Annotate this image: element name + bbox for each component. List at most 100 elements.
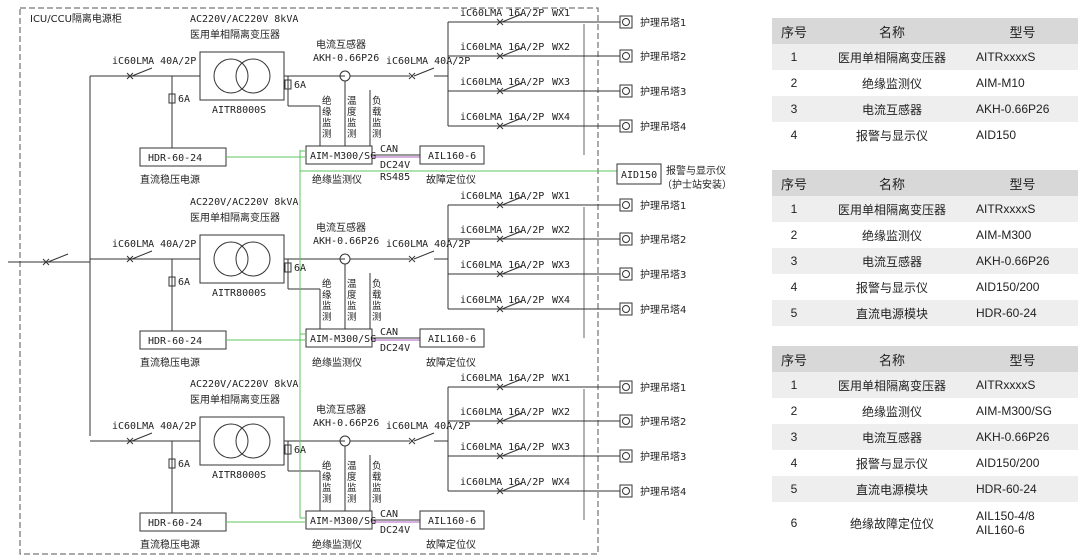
locator-box	[419, 510, 485, 530]
branch-wire-label: WX1	[552, 8, 570, 19]
imd-model: AIM-M300/SG	[310, 151, 376, 162]
fuse-left-label: 6A	[178, 277, 190, 288]
monitor-label: 监	[347, 117, 357, 129]
monitor-label: 测	[347, 494, 357, 505]
load-terminal-dot	[622, 201, 630, 209]
branch-breaker-label: iC60LMA 16A/2P	[460, 42, 544, 53]
main-breaker-tick	[126, 437, 134, 445]
branch-wire-label: WX3	[552, 77, 570, 88]
branch-breaker-label: iC60LMA 16A/2P	[460, 191, 544, 202]
monitor-label: 温	[347, 96, 357, 107]
display-name: 报警与显示仪	[666, 164, 726, 177]
branch-breaker-tick	[496, 270, 504, 278]
psu-name: 直流稳压电源	[140, 356, 200, 369]
incoming-breaker-blade	[47, 253, 69, 263]
fuse-left	[168, 458, 176, 469]
monitor-label: 测	[372, 312, 382, 323]
branch-breaker-blade	[501, 230, 523, 240]
branch-wire-label: WX4	[552, 477, 570, 488]
transformer-coil	[213, 58, 249, 94]
table-cell: AID150	[968, 122, 1078, 148]
table-header-cell: 名称	[816, 18, 968, 44]
branch-breaker-tick	[496, 235, 504, 243]
psu-name: 直流稳压电源	[140, 538, 200, 551]
fuse-right	[284, 79, 292, 90]
table-cell: 6	[772, 502, 816, 544]
branch-breaker-blade	[501, 196, 523, 206]
table-cell: AITRxxxxS	[968, 44, 1078, 70]
locator-model: AIL160-6	[428, 151, 476, 162]
load-terminal	[619, 414, 633, 428]
transformer-coil	[235, 241, 271, 277]
branch-wire-label: WX4	[552, 112, 570, 123]
transformer-coil	[235, 423, 271, 459]
monitor-label: 绝	[322, 460, 332, 472]
table-cell: 2	[772, 398, 816, 424]
branch-breaker-blade	[501, 47, 523, 57]
table-header-cell: 型号	[968, 18, 1078, 44]
output-breaker-tick	[408, 72, 416, 80]
table-header-cell: 名称	[816, 170, 968, 196]
branch-breaker-blade	[501, 300, 523, 310]
branch-breaker-tick	[496, 87, 504, 95]
monitor-label: 监	[322, 482, 332, 494]
transformer-coil	[213, 241, 249, 277]
load-name: 护理吊塔1	[640, 16, 686, 29]
table-cell: 医用单相隔离变压器	[816, 196, 968, 222]
branch-breaker-tick	[496, 452, 504, 460]
table-cell: 电流互感器	[816, 96, 968, 122]
transformer-spec: AC220V/AC220V 8kVA	[190, 197, 298, 208]
table-cell: AKH-0.66P26	[968, 248, 1078, 274]
main-breaker-blade	[131, 250, 153, 260]
load-name: 护理吊塔3	[640, 268, 686, 281]
ct-name: 电流互感器	[316, 403, 366, 416]
branch-breaker-tick	[496, 201, 504, 209]
branch-breaker-tick	[496, 487, 504, 495]
panel-border	[19, 7, 599, 555]
output-breaker-tick	[408, 437, 416, 445]
main-breaker-tick	[126, 255, 134, 263]
branch-breaker-blade	[501, 447, 523, 457]
load-name: 护理吊塔4	[640, 485, 686, 498]
output-breaker-label: iC60LMA 40A/2P	[386, 421, 470, 432]
table-header-cell: 型号	[968, 346, 1078, 372]
load-name: 护理吊塔1	[640, 199, 686, 212]
load-terminal	[619, 15, 633, 29]
imd-model: AIM-M300/SG	[310, 516, 376, 527]
table-header-cell: 序号	[772, 18, 816, 44]
table-cell: HDR-60-24	[968, 476, 1078, 502]
table-cell: 5	[772, 300, 816, 326]
table-cell: AIM-M10	[968, 70, 1078, 96]
table-header-cell: 名称	[816, 346, 968, 372]
output-breaker-blade	[413, 432, 435, 442]
table-cell: 电流互感器	[816, 424, 968, 450]
main-breaker-tick	[126, 72, 134, 80]
branch-wire-label: WX3	[552, 260, 570, 271]
table-cell: 绝缘监测仪	[816, 398, 968, 424]
table-cell: 1	[772, 372, 816, 398]
ct-model: AKH-0.66P26	[313, 236, 379, 247]
monitor-label: 载	[372, 289, 382, 301]
branch-breaker-blade	[501, 482, 523, 492]
branch-wire-label: WX2	[552, 225, 570, 236]
table-cell: AITRxxxxS	[968, 372, 1078, 398]
branch-wire-label: WX2	[552, 407, 570, 418]
monitor-label: 度	[347, 289, 357, 301]
table-header-cell: 序号	[772, 170, 816, 196]
output-breaker-blade	[413, 250, 435, 260]
table-cell: AIM-M300	[968, 222, 1078, 248]
load-name: 护理吊塔3	[640, 450, 686, 463]
transformer-coil	[213, 423, 249, 459]
bus-label: RS485	[380, 172, 410, 183]
load-name: 护理吊塔2	[640, 50, 686, 63]
table-cell: AID150/200	[968, 450, 1078, 476]
table-cell: 报警与显示仪	[816, 450, 968, 476]
locator-box	[419, 145, 485, 165]
fuse-left	[168, 93, 176, 104]
